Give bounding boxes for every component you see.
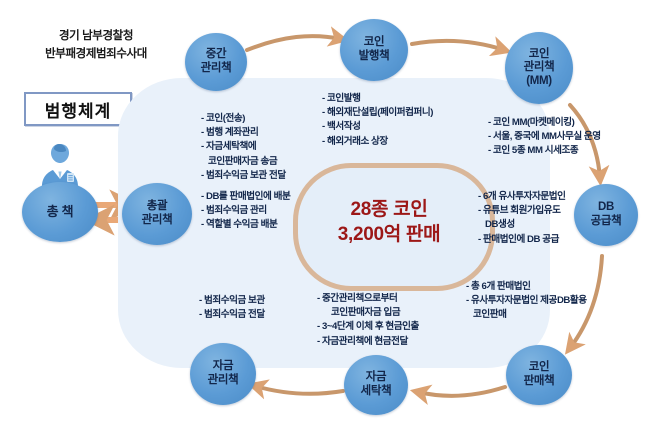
bullet: - 3~4단계 이체 후 현금인출 <box>317 321 419 333</box>
node-label: 관리책 <box>523 61 555 74</box>
bullet: - 코인(전송) <box>201 113 245 124</box>
bullet: - 해외재단설립(페이퍼컴퍼니) <box>322 107 433 119</box>
center-line-1: 28종 코인 <box>350 198 428 220</box>
bullet: - 자금관리책에 현금전달 <box>317 335 408 347</box>
block-laundering: - 중간관리책으로부터 코인판매자금 입금 - 3~4단계 이체 후 현금인출 … <box>317 292 419 349</box>
block-general-manager: - DB를 판매법인에 배분 - 범죄수익금 관리 - 역할별 수익금 배분 <box>201 190 291 233</box>
bullet: - 중간관리책으로부터 <box>317 293 398 304</box>
node-coin-manager-mm[interactable]: 코인 관리책 (MM) <box>505 32 573 104</box>
node-chief[interactable]: 총 책 <box>22 182 98 242</box>
node-label: 공급책 <box>590 215 622 227</box>
node-label: 발행책 <box>358 50 390 62</box>
block-db-supply: - 6개 유사투자자문법인 - 유튜브 회원가입유도 DB생성 - 판매법인에 … <box>478 190 566 247</box>
bullet: - 총 6개 판매법인 <box>466 281 531 292</box>
agency-line-1: 경기 남부경찰청 <box>58 30 134 42</box>
bullet: - 유사투자자문법인 제공DB활용 <box>466 295 587 307</box>
block-coin-issue: - 코인발행 - 해외재단설립(페이퍼컴퍼니) - 백서작성 - 해외거래소 상… <box>322 92 433 149</box>
bullet: - 판매법인에 DB 공급 <box>478 233 559 245</box>
node-middle-manager[interactable]: 중간 관리책 <box>185 33 247 91</box>
center-summary: 28종 코인 3,200억 판매 <box>293 163 485 281</box>
node-fund-manager[interactable]: 자금 관리책 <box>190 343 256 405</box>
node-money-launderer[interactable]: 자금 세탁책 <box>344 355 408 415</box>
node-label: 총괄 <box>146 200 168 213</box>
node-label: 자금 <box>212 360 234 373</box>
bullet-cont: DB생성 <box>485 219 515 231</box>
bullet-cont: 코인판매자금 입금 <box>331 307 401 319</box>
bullet: - 유튜브 회원가입유도 <box>478 205 561 217</box>
node-label: 판매책 <box>523 375 555 387</box>
person-bust-icon <box>42 144 78 186</box>
block-coin-mm: - 코인 MM(마켓메이킹) - 서울, 중국에 MM사무실 운영 - 코인 5… <box>488 116 601 159</box>
agency-name: 경기 남부경찰청 반부패경제범죄수사대 <box>16 28 176 64</box>
bullet: - 범죄수익금 전달 <box>199 309 265 321</box>
node-general-manager[interactable]: 총괄 관리책 <box>122 183 192 245</box>
node-coin-seller[interactable]: 코인 판매책 <box>506 345 572 405</box>
bullet: - 코인 MM(마켓메이킹) <box>488 117 575 128</box>
node-coin-issuer[interactable]: 코인 발행책 <box>340 19 408 81</box>
page-title: 범행체계 <box>24 92 132 126</box>
bullet: - 해외거래소 상장 <box>322 135 388 147</box>
node-label: 총 책 <box>46 204 74 220</box>
center-ring <box>293 163 495 291</box>
bullet: - 서울, 중국에 MM사무실 운영 <box>488 131 601 143</box>
node-label: 코인 <box>528 47 550 60</box>
node-label: 코인 <box>363 36 385 49</box>
bullet: - DB를 판매법인에 배분 <box>201 191 291 202</box>
bullet: - 백서작성 <box>322 121 361 133</box>
node-label: 세탁책 <box>360 385 392 397</box>
node-label: 관리책 <box>207 374 239 386</box>
block-middle-manager: - 코인(전송) - 범행 계좌관리 - 자금세탁책에 코인판매자금 송금 - … <box>201 112 286 183</box>
block-coin-sell: - 총 6개 판매법인 - 유사투자자문법인 제공DB활용 코인판매 <box>466 280 587 323</box>
node-label: 중간 <box>205 48 227 61</box>
block-fund-management: - 범죄수익금 보관 - 범죄수익금 전달 <box>199 294 265 322</box>
center-line-2: 3,200억 판매 <box>337 224 441 245</box>
node-label: 코인 <box>528 361 550 374</box>
bullet: - 코인발행 <box>322 93 361 104</box>
node-label: DB <box>597 201 614 214</box>
bullet: - 코인 5종 MM 시세조종 <box>488 145 579 157</box>
node-label: 관리책 <box>141 214 173 226</box>
bullet: - 6개 유사투자자문법인 <box>478 191 566 202</box>
bullet: - 범죄수익금 보관 <box>199 295 265 306</box>
node-label: (MM) <box>526 74 552 87</box>
node-label: 자금 <box>365 371 387 384</box>
bullet-cont: 코인판매 <box>473 309 507 321</box>
node-label: 관리책 <box>200 62 232 74</box>
agency-line-2: 반부패경제범죄수사대 <box>45 47 147 60</box>
bullet: - 역할별 수익금 배분 <box>201 219 278 231</box>
node-db-supplier[interactable]: DB 공급책 <box>574 184 638 246</box>
bullet: - 범죄수익금 보관 전달 <box>201 169 286 181</box>
bullet: - 범죄수익금 관리 <box>201 205 267 217</box>
bullet: - 자금세탁책에 <box>201 141 257 153</box>
bullet: - 범행 계좌관리 <box>201 127 259 139</box>
bullet-cont: 코인판매자금 송금 <box>208 155 278 167</box>
